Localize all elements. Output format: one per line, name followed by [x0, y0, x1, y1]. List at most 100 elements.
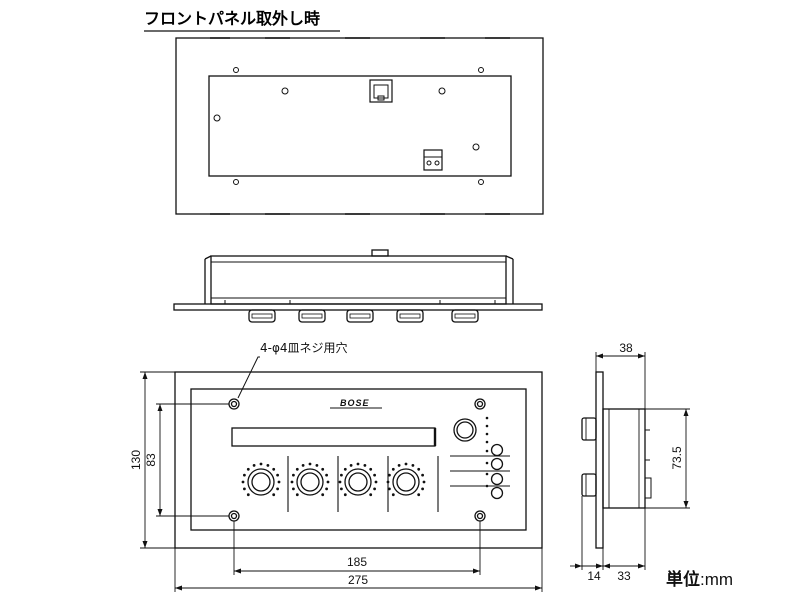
knob-led-dot — [259, 462, 263, 466]
dim-flange: 14 — [587, 569, 601, 583]
rear-view-panel-removed — [175, 37, 544, 215]
knob-led-dot — [373, 473, 376, 477]
network-port-icon — [369, 79, 393, 103]
front-inner-panel — [190, 388, 527, 531]
knob-led-dot — [315, 464, 319, 467]
side-view — [581, 371, 652, 549]
knob-led-dot — [338, 480, 342, 484]
knob-led-dot — [252, 464, 256, 467]
side-knob-lower — [581, 473, 597, 497]
knob-led-dot — [411, 464, 415, 467]
knob-led-dot — [386, 480, 390, 484]
top-profile-view — [173, 249, 543, 323]
port-protrusion — [371, 249, 389, 257]
knob-led-dot — [325, 473, 328, 477]
volume-knob-3 — [344, 468, 372, 496]
hole-note-leader — [237, 356, 260, 399]
knob-led-dot — [241, 480, 245, 484]
knob-led-dot — [246, 467, 250, 471]
knob-led-dot — [292, 473, 295, 477]
knob-led-dot — [308, 462, 312, 466]
mounting-holes — [213, 67, 484, 185]
profile-studs — [224, 300, 496, 304]
bose-logo: BOSE — [330, 398, 382, 409]
source-select-buttons — [450, 443, 510, 500]
knob-led-dot — [417, 467, 421, 471]
side-terminal — [644, 477, 652, 499]
knob-led-dot — [243, 473, 246, 477]
knob-led-dot — [374, 480, 378, 484]
unit-label: 単位:mm — [666, 569, 733, 590]
knob-led-dot — [343, 467, 347, 471]
knob-led-dot — [373, 487, 376, 491]
dim-mount-width: 185 — [347, 555, 367, 569]
dim-depth: 38 — [619, 341, 633, 355]
knob-led-dot — [276, 473, 279, 477]
knob-led-dot — [276, 487, 279, 491]
knob-led-dot — [363, 464, 367, 467]
knob-led-dot — [272, 467, 276, 471]
knob-led-dot — [295, 467, 299, 471]
front-outer-plate — [174, 371, 543, 549]
side-chassis — [602, 408, 646, 509]
knob-led-dot — [388, 473, 391, 477]
dim-mount-height: 83 — [144, 453, 158, 467]
knob-led-dot — [349, 464, 353, 467]
front-plate-edge — [173, 303, 543, 311]
inner-chassis — [208, 75, 512, 177]
knob-led-dot — [326, 480, 330, 484]
knob-led-dot — [422, 480, 426, 484]
countersunk-holes — [228, 398, 486, 522]
knob-led-dot — [356, 462, 360, 466]
side-front-plate — [595, 371, 604, 549]
knob-led-dot — [397, 464, 401, 467]
knob-led-dot — [369, 493, 373, 497]
terminal-block-icon — [423, 149, 443, 171]
volume-knob-2 — [296, 468, 324, 496]
knob-led-dot — [272, 493, 276, 497]
hole-note: 4-φ4皿ネジ用穴 — [260, 340, 348, 355]
drawing-title: フロントパネル取外し時 — [144, 9, 320, 28]
knob-led-dot — [421, 487, 424, 491]
knob-led-dot — [325, 487, 328, 491]
plate-tabs — [210, 37, 510, 215]
volume-knob-1 — [247, 468, 275, 496]
knob-led-dot — [417, 493, 421, 497]
knob-led-dot — [340, 487, 343, 491]
front-dimension-lines — [140, 371, 543, 592]
knob-led-dot — [388, 487, 391, 491]
dim-side-height: 73.5 — [670, 446, 684, 470]
volume-knob-4 — [392, 468, 420, 496]
led-indicator-column — [485, 416, 489, 488]
knob-led-dot — [292, 487, 295, 491]
side-dimension-lines — [570, 352, 690, 570]
knob-separators — [287, 456, 439, 512]
front-view — [174, 371, 543, 549]
front-dimension-arrows — [142, 372, 542, 591]
side-knob-upper — [581, 417, 597, 441]
ir-sensor-icon — [453, 418, 477, 442]
chassis-profile — [210, 255, 507, 305]
knob-led-dot — [295, 493, 299, 497]
dim-panel-height: 130 — [129, 450, 143, 470]
dim-panel-width: 275 — [348, 573, 368, 587]
side-dimension-arrows — [575, 353, 689, 569]
knob-led-dot — [321, 467, 325, 471]
knob-led-dot — [246, 493, 250, 497]
knob-profiles — [248, 309, 479, 323]
knob-led-dot — [369, 467, 373, 471]
knob-led-dot — [343, 493, 347, 497]
lcd-display-window — [231, 427, 436, 447]
knob-led-dot — [340, 473, 343, 477]
knob-led-dot — [266, 464, 270, 467]
knob-led-dot — [391, 467, 395, 471]
bose-logo-text: BOSE — [340, 398, 370, 408]
knob-led-dot — [321, 493, 325, 497]
knob-led-dot — [277, 480, 281, 484]
knob-led-dot — [391, 493, 395, 497]
knob-led-rings — [241, 462, 426, 497]
knob-led-dot — [301, 464, 305, 467]
knob-led-dot — [404, 462, 408, 466]
knob-led-dot — [290, 480, 294, 484]
